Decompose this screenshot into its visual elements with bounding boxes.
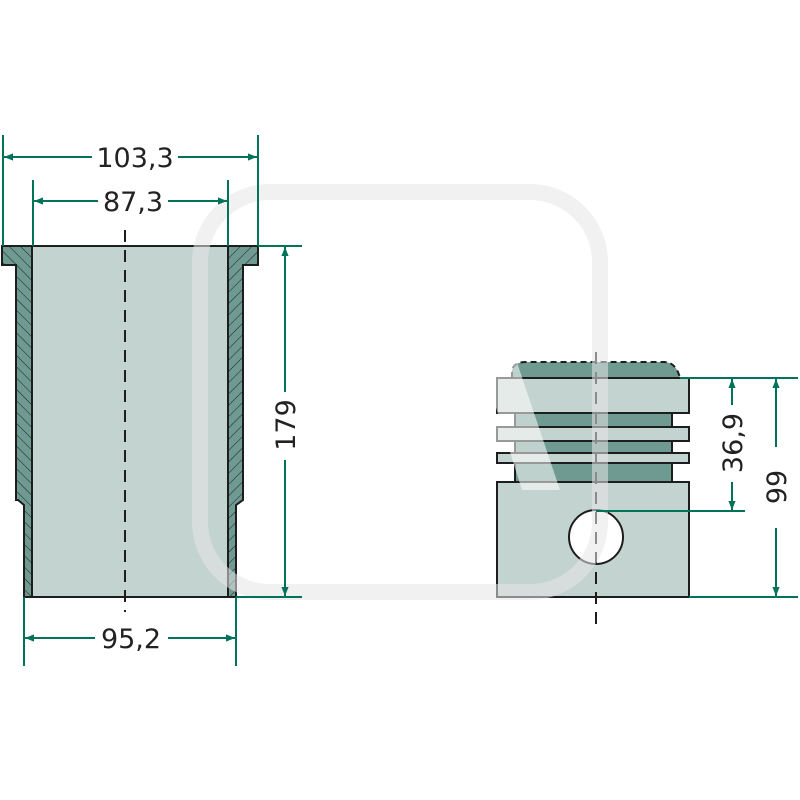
watermark-letter-g — [267, 303, 415, 490]
dim-flange-diameter: 103,3 — [96, 143, 173, 174]
liner-wall-right — [227, 245, 259, 598]
ga-watermark-logo — [192, 184, 608, 600]
dimension-lines — [2, 135, 798, 666]
dim-lower-outer-diameter: 95,2 — [101, 624, 161, 655]
watermark-letter-a — [400, 318, 560, 490]
dim-compression-height: 36,9 — [718, 413, 749, 473]
watermark-dash — [385, 392, 425, 410]
cylinder-liner — [1, 230, 259, 612]
dim-bore-diameter: 87,3 — [103, 187, 163, 218]
dim-liner-length: 179 — [271, 399, 302, 451]
liner-wall-left — [1, 245, 33, 598]
watermark-frame — [192, 184, 608, 600]
dim-piston-height: 99 — [762, 470, 793, 504]
